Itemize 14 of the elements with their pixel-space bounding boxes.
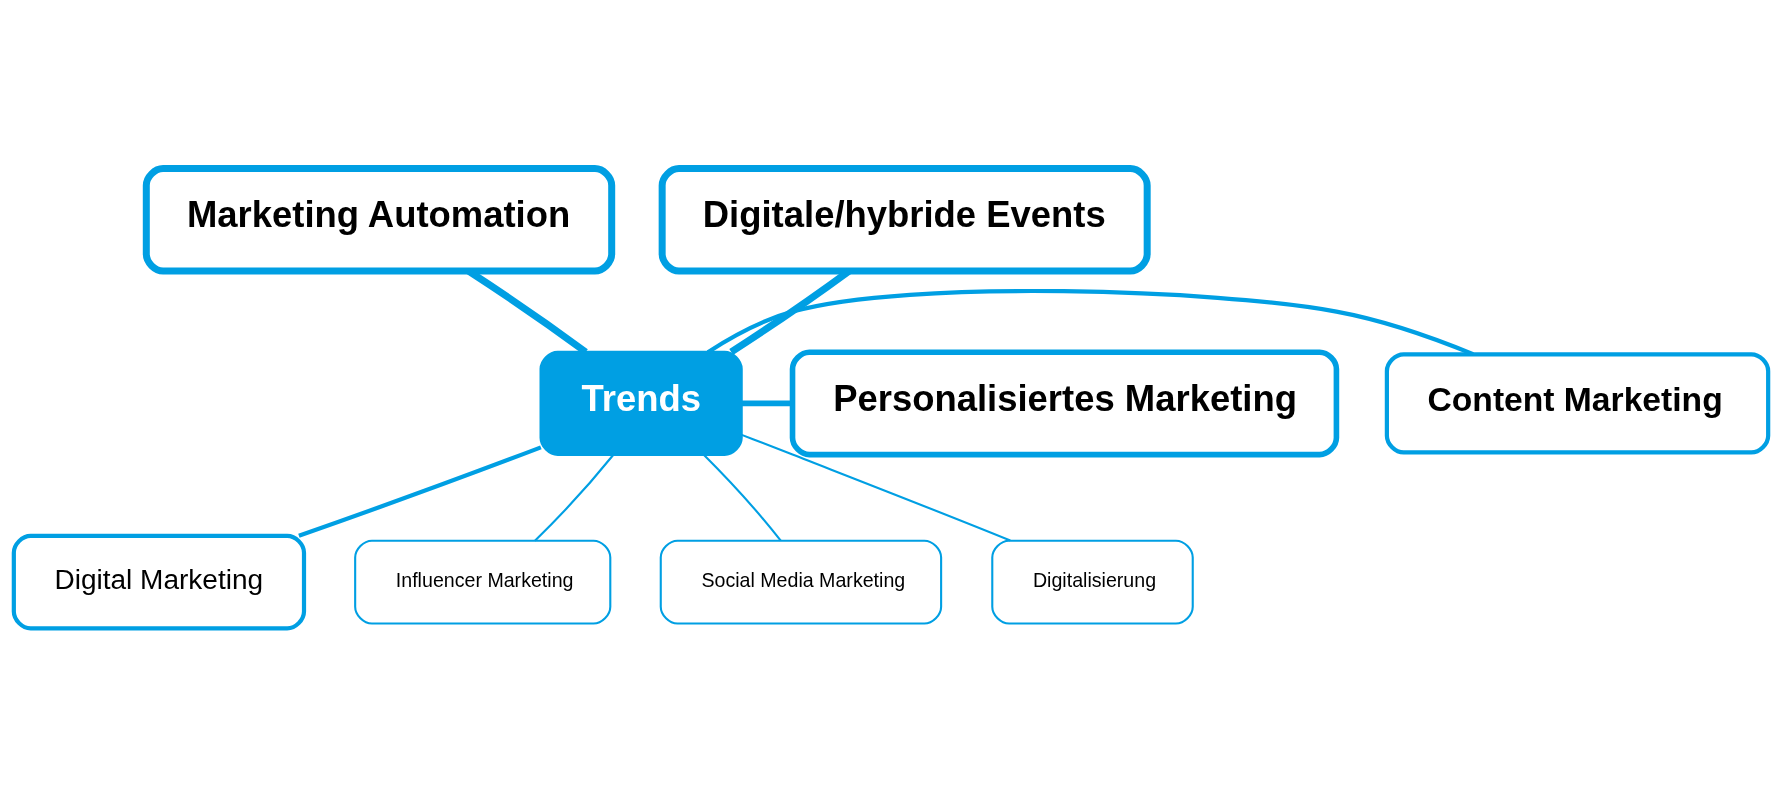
- connector: [741, 433, 1011, 542]
- node-box: Personalisiertes Marketing: [789, 349, 1340, 458]
- connector: [298, 445, 542, 538]
- node-box: Digitalisierung: [991, 539, 1194, 625]
- connector: [741, 400, 793, 407]
- node-box: Influencer Marketing: [354, 539, 612, 625]
- node-box: Content Marketing: [1384, 352, 1771, 455]
- node-box: Marketing Automation: [142, 165, 616, 275]
- node-box: Social Media Marketing: [659, 539, 943, 625]
- connector: [703, 454, 782, 542]
- connector: [534, 454, 615, 542]
- node-box: Digital Marketing: [11, 533, 307, 631]
- node-box: Digitale/hybride Events: [658, 165, 1151, 275]
- node-box: Trends: [539, 350, 743, 456]
